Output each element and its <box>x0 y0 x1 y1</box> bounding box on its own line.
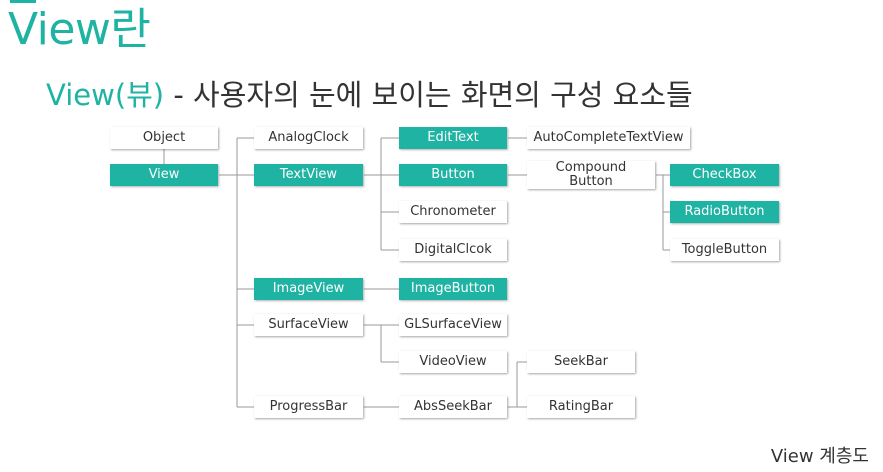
node-absseekbar: AbsSeekBar <box>399 396 507 418</box>
node-imageview: ImageView <box>254 278 363 300</box>
node-radiobutton: RadioButton <box>670 201 779 223</box>
node-textview: TextView <box>254 164 363 186</box>
node-surfaceview: SurfaceView <box>254 314 363 336</box>
node-chronometer: Chronometer <box>399 201 507 223</box>
node-autocompletetextview: AutoCompleteTextView <box>527 127 690 149</box>
subtitle-highlight: View(뷰) <box>46 78 165 112</box>
node-view: View <box>110 164 218 186</box>
subtitle-text: - 사용자의 눈에 보이는 화면의 구성 요소들 <box>164 78 693 112</box>
node-digitalclock: DigitalClcok <box>399 239 507 261</box>
page-title: View란 <box>8 4 151 55</box>
diagram-caption: View 계층도 <box>770 446 869 467</box>
node-progressbar: ProgressBar <box>254 396 363 418</box>
node-ratingbar: RatingBar <box>527 396 635 418</box>
node-checkbox: CheckBox <box>670 164 779 186</box>
subtitle: View(뷰) - 사용자의 눈에 보이는 화면의 구성 요소들 <box>46 76 693 114</box>
node-videoview: VideoView <box>399 351 507 373</box>
node-compoundbutton: Compound Button <box>527 161 655 189</box>
node-glsurfaceview: GLSurfaceView <box>399 314 507 336</box>
node-button: Button <box>399 164 507 186</box>
node-imagebutton: ImageButton <box>399 278 507 300</box>
title-accent-bar <box>10 0 36 3</box>
node-seekbar: SeekBar <box>527 351 635 373</box>
node-togglebutton: ToggleButton <box>670 239 779 261</box>
node-edittext: EditText <box>399 127 507 149</box>
node-object: Object <box>110 127 218 149</box>
node-analogclock: AnalogClock <box>254 127 363 149</box>
